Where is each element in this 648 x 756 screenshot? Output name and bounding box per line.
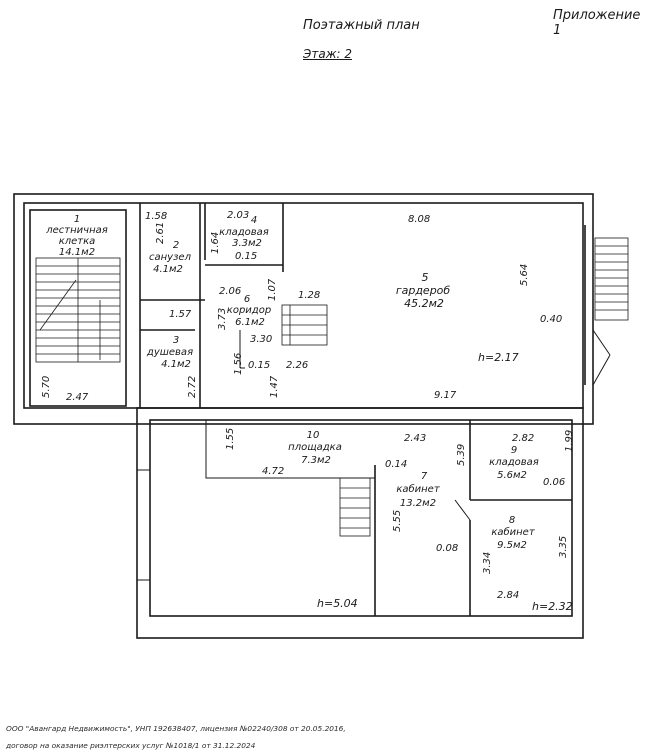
- svg-text:h=5.04: h=5.04: [317, 597, 358, 610]
- svg-text:9: 9: [511, 445, 517, 456]
- svg-text:1: 1: [74, 214, 80, 225]
- footer-company-line: ООО "Авангард Недвижимость", УНП 1926384…: [6, 724, 346, 733]
- room-4-label: 4 кладовая 3.3м2: [219, 215, 269, 249]
- svg-text:0.14: 0.14: [385, 459, 407, 470]
- svg-text:7.3м2: 7.3м2: [301, 455, 331, 466]
- svg-text:3.73: 3.73: [217, 308, 228, 330]
- svg-text:3.34: 3.34: [482, 552, 493, 574]
- svg-text:1.99: 1.99: [564, 430, 575, 452]
- room-3-label: 3 душевая 4.1м2: [146, 335, 193, 370]
- svg-text:0.15: 0.15: [248, 360, 270, 371]
- svg-text:1.64: 1.64: [210, 232, 221, 254]
- svg-text:10: 10: [307, 430, 320, 441]
- svg-text:душевая: душевая: [146, 347, 193, 358]
- svg-text:0.15: 0.15: [235, 251, 257, 262]
- room-8-label: 8 кабинет 9.5м2: [491, 515, 536, 551]
- svg-text:кабинет: кабинет: [396, 483, 441, 495]
- svg-text:2.47: 2.47: [66, 392, 89, 403]
- svg-text:2.03: 2.03: [227, 210, 249, 221]
- svg-text:6.1м2: 6.1м2: [235, 317, 265, 328]
- internal-walls-lower: [205, 420, 572, 616]
- room-2-label: 2 санузел 4.1м2: [149, 240, 192, 275]
- svg-text:4.1м2: 4.1м2: [161, 359, 191, 370]
- room-9-label: 9 кладовая 5.6м2: [489, 445, 539, 481]
- footer-contract-line: договор на оказание риэлтерских услуг №1…: [6, 741, 256, 750]
- svg-text:1.07: 1.07: [267, 278, 278, 301]
- svg-text:2.84: 2.84: [497, 590, 519, 601]
- svg-text:13.2м2: 13.2м2: [400, 498, 436, 509]
- svg-text:1.28: 1.28: [298, 290, 320, 301]
- lower-outer-walls: [136, 407, 584, 639]
- floor-label: Этаж: 2: [303, 47, 353, 61]
- svg-text:9.17: 9.17: [434, 390, 457, 401]
- svg-text:7: 7: [421, 471, 428, 482]
- svg-text:3.3м2: 3.3м2: [232, 238, 262, 249]
- svg-text:9.5м2: 9.5м2: [497, 540, 527, 551]
- internal-walls-upper: [139, 203, 586, 408]
- svg-text:1.58: 1.58: [145, 211, 167, 222]
- svg-text:3: 3: [173, 335, 179, 346]
- svg-text:5.6м2: 5.6м2: [497, 470, 527, 481]
- svg-text:5: 5: [422, 271, 429, 284]
- svg-text:8: 8: [509, 515, 515, 526]
- svg-text:1.47: 1.47: [269, 375, 280, 398]
- room-1-label: 1 лестничная клетка 14.1м2: [45, 214, 108, 258]
- svg-text:2.26: 2.26: [286, 360, 308, 371]
- staircase-room-1: [29, 209, 127, 407]
- svg-text:4.72: 4.72: [262, 466, 284, 477]
- svg-text:санузел: санузел: [149, 252, 192, 263]
- svg-text:2.43: 2.43: [404, 433, 426, 444]
- svg-text:2.72: 2.72: [187, 376, 198, 398]
- svg-text:3.30: 3.30: [250, 334, 272, 345]
- svg-text:2.61: 2.61: [155, 222, 166, 244]
- room-7-label: 7 кабинет 13.2м2: [396, 471, 441, 509]
- svg-text:клетка: клетка: [59, 236, 96, 247]
- ceiling-heights: h=2.17 h=5.04 h=2.32: [317, 351, 573, 613]
- svg-text:0.08: 0.08: [436, 543, 458, 554]
- svg-text:4: 4: [251, 215, 257, 226]
- svg-text:5.64: 5.64: [519, 264, 530, 286]
- svg-text:2.06: 2.06: [219, 286, 241, 297]
- svg-text:лестничная: лестничная: [45, 225, 108, 236]
- svg-text:коридор: коридор: [227, 305, 271, 316]
- svg-text:1.57: 1.57: [169, 309, 192, 320]
- svg-text:0.40: 0.40: [540, 314, 562, 325]
- plan-title: Поэтажный план: [303, 18, 420, 33]
- svg-text:6: 6: [244, 294, 250, 305]
- svg-text:кладовая: кладовая: [489, 457, 539, 468]
- room-5-label: 5 гардероб 45.2м2: [396, 271, 451, 310]
- svg-text:2: 2: [173, 240, 179, 251]
- external-stair: [592, 237, 629, 386]
- svg-text:1.56: 1.56: [233, 353, 244, 375]
- svg-text:2.82: 2.82: [512, 433, 534, 444]
- appendix-label: Приложение 1: [553, 8, 641, 38]
- svg-text:0.06: 0.06: [543, 477, 565, 488]
- dimension-labels: 1.58 2.61 2.03 1.64 0.15 8.08 5.64 2.06 …: [41, 210, 575, 601]
- svg-text:8.08: 8.08: [408, 214, 430, 225]
- room-10-label: 10 площадка 7.3м2: [288, 430, 342, 466]
- svg-text:5.70: 5.70: [41, 376, 52, 398]
- svg-text:гардероб: гардероб: [396, 284, 451, 297]
- corridor-stair: [281, 304, 328, 346]
- svg-text:1.55: 1.55: [225, 428, 236, 450]
- svg-text:5.39: 5.39: [456, 444, 467, 466]
- svg-text:h=2.32: h=2.32: [532, 600, 573, 613]
- svg-text:площадка: площадка: [288, 442, 342, 453]
- svg-text:14.1м2: 14.1м2: [59, 247, 95, 258]
- room-6-label: 6 коридор 6.1м2: [227, 294, 271, 328]
- svg-text:кладовая: кладовая: [219, 227, 269, 238]
- svg-text:4.1м2: 4.1м2: [153, 264, 183, 275]
- svg-text:h=2.17: h=2.17: [478, 351, 519, 364]
- svg-text:45.2м2: 45.2м2: [404, 297, 444, 310]
- svg-text:5.55: 5.55: [392, 510, 403, 532]
- svg-text:3.35: 3.35: [558, 536, 569, 558]
- svg-text:кабинет: кабинет: [491, 526, 536, 538]
